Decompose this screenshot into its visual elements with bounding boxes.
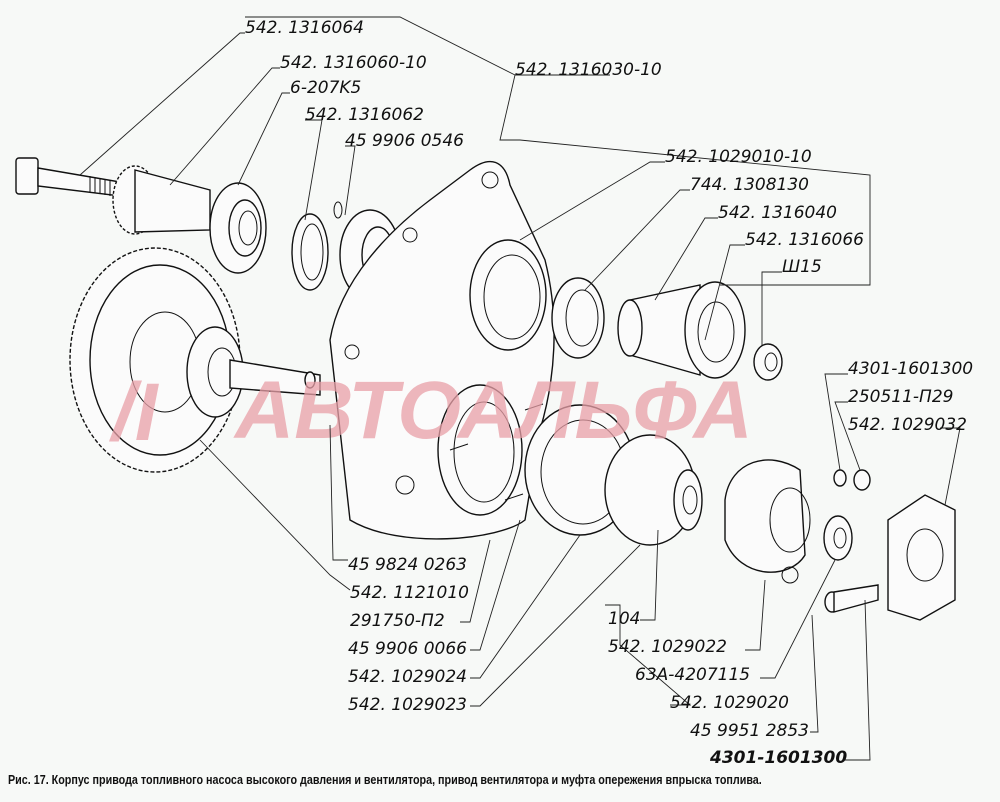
part-label: 45 9951 2853 bbox=[690, 721, 809, 741]
part-label: 45 9906 0546 bbox=[345, 131, 464, 151]
part-label: 542. 1316060-10 bbox=[280, 53, 427, 73]
part-label: 542. 1316030-10 bbox=[515, 60, 662, 80]
part-label: 542. 1316040 bbox=[718, 203, 837, 223]
bearing-part bbox=[209, 182, 267, 274]
part-label: 542. 1121010 bbox=[350, 583, 469, 603]
part-label: Ш15 bbox=[782, 257, 822, 277]
part-label: 542. 1316064 bbox=[245, 18, 364, 38]
bolt-part bbox=[15, 157, 121, 197]
leader-lines bbox=[79, 16, 961, 761]
part-label: 542. 1316062 bbox=[305, 105, 424, 125]
part-label: 744. 1308130 bbox=[690, 175, 809, 195]
part-label: 104 bbox=[608, 609, 640, 629]
drive-flange bbox=[887, 494, 956, 621]
seal-ring-small bbox=[823, 515, 853, 561]
large-gear bbox=[69, 247, 321, 473]
bearing-sh15 bbox=[753, 343, 783, 381]
part-label: 6-207K5 bbox=[290, 78, 361, 98]
oil-seal bbox=[551, 277, 605, 359]
coupling-part bbox=[617, 281, 746, 379]
housing-cover bbox=[329, 160, 555, 540]
part-label: 542. 1029032 bbox=[848, 415, 967, 435]
screw bbox=[824, 584, 879, 613]
part-label: 63A-4207115 bbox=[635, 665, 750, 685]
nut bbox=[853, 469, 871, 491]
part-label: 45 9906 0066 bbox=[348, 639, 467, 659]
end-cover bbox=[604, 434, 703, 546]
timing-coupling-flange bbox=[724, 459, 811, 584]
part-label: 291750-П2 bbox=[350, 611, 445, 631]
spacer-ring bbox=[291, 213, 329, 291]
watermark-logo: /І bbox=[108, 367, 160, 458]
part-label: 542. 1316066 bbox=[745, 230, 864, 250]
part-label: 542. 1029010-10 bbox=[665, 147, 812, 167]
washer bbox=[833, 469, 847, 487]
part-label: 45 9824 0263 bbox=[348, 555, 467, 575]
figure-caption: Рис. 17. Корпус привода топливного насос… bbox=[8, 773, 762, 787]
part-label: 4301-1601300 bbox=[709, 748, 847, 768]
snap-ring bbox=[333, 201, 343, 219]
drive-gear-small bbox=[112, 165, 211, 235]
part-label: 542. 1029022 bbox=[608, 637, 727, 657]
watermark-text: АВТОАЛЬФА bbox=[233, 365, 753, 456]
part-label: 250511-П29 bbox=[848, 387, 953, 407]
part-label: 4301-1601300 bbox=[848, 359, 973, 379]
part-label: 542. 1029024 bbox=[348, 667, 467, 687]
part-label: 542. 1029023 bbox=[348, 695, 467, 715]
part-label: 542. 1029020 bbox=[670, 693, 789, 713]
